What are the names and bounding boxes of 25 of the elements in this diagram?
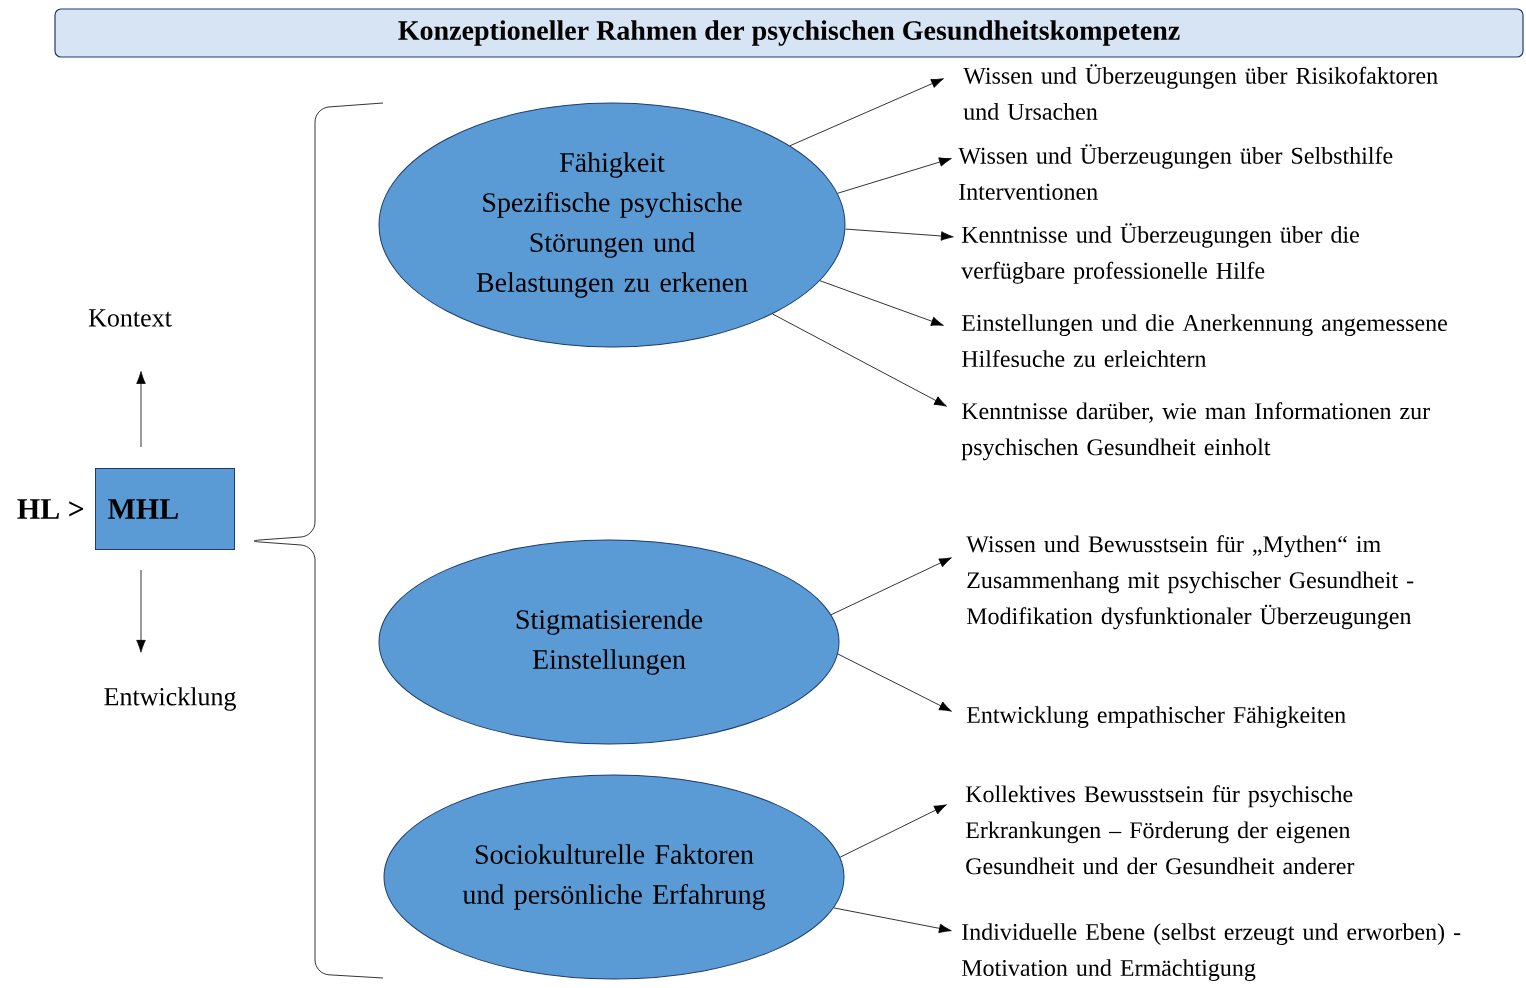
arrow — [839, 804, 947, 858]
component-text: Einstellungen und die Anerkennung angemessene Hilfesuche zu erleichtern — [961, 314, 1447, 368]
component-text: Wissen und Überzeugungen über Risikofaktoren und Ursachen — [963, 64, 1438, 120]
component-text: Entwicklung empathischer Fähigkeiten — [966, 706, 1346, 729]
arrow — [136, 569, 146, 653]
arrow — [837, 653, 952, 712]
component-text: Wissen und Überzeugungen über Selbsthilfe Interventionen — [958, 144, 1393, 200]
component-text: Individuelle Ebene (selbst erzeugt und erworben) - Motivation und Ermächtigung — [961, 923, 1461, 982]
title-banner: Konzeptioneller Rahmen der psychischen Gesundheitskompetenz — [54, 8, 1524, 58]
prefix-label: HL > — [17, 499, 84, 519]
arrow — [830, 557, 952, 616]
component-text: Kollektives Bewusstsein für psychische Erkrankungen – Förderung der eigenen Gesundheit und der Gesundheit anderer — [965, 785, 1355, 875]
arrow — [789, 78, 944, 147]
arrow — [845, 228, 954, 241]
mhl-box: MHL — [95, 468, 235, 550]
arrow — [837, 157, 952, 194]
component-text: Wissen und Bewusstsein für „Mythen“ im Zusammenhang mit psychischer Gesundheit - Modifikation dysfunktionaler Überzeugungen — [966, 535, 1414, 630]
arrow — [819, 280, 944, 326]
context-label: Kontext — [88, 309, 172, 327]
arrow — [833, 907, 952, 934]
component-text: Kenntnisse und Überzeugungen über die verfügbare professionelle Hilfe — [961, 223, 1359, 284]
component-text: Kenntnisse darüber, wie man Informationen zur psychischen Gesundheit einholt — [961, 402, 1430, 461]
arrow — [136, 371, 146, 448]
arrow — [772, 313, 947, 407]
context-label: Entwicklung — [104, 687, 236, 711]
